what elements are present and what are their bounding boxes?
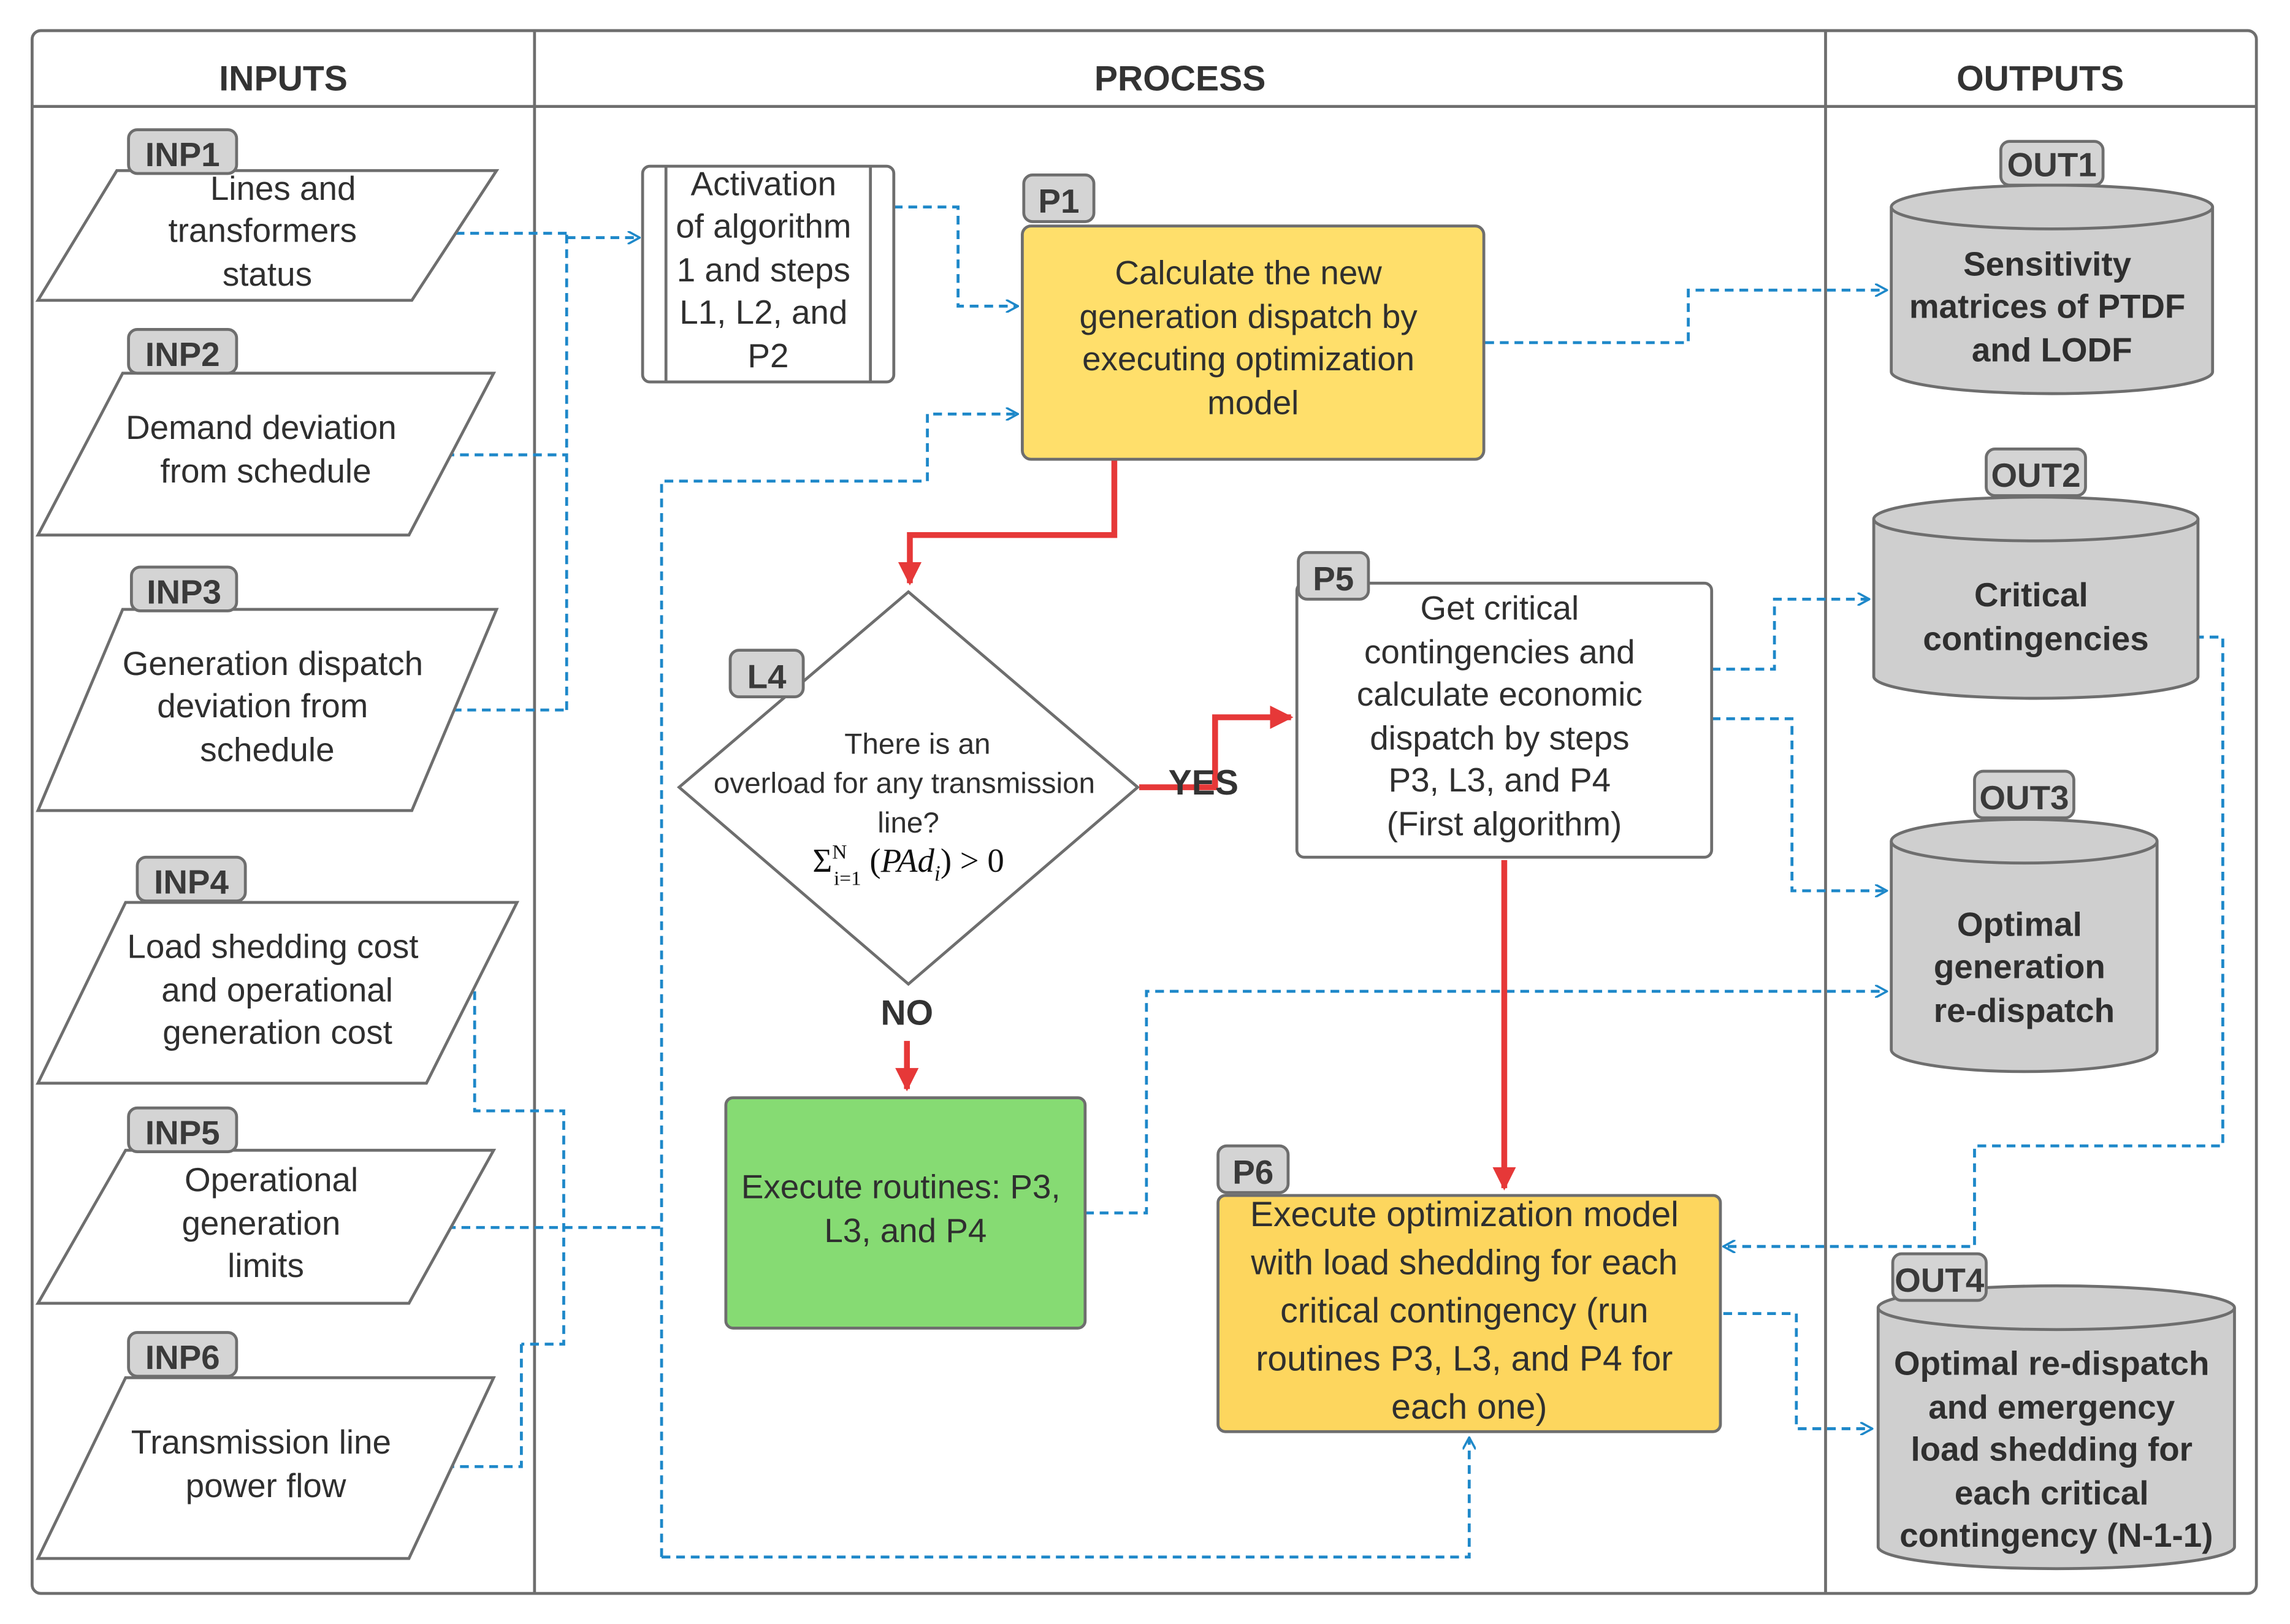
out4-label: Optimal re-dispatch and emergency load s… [1894, 1344, 2219, 1554]
tag-badge [127, 1106, 239, 1153]
output-out2: OUT2 Critical contingencies [1872, 448, 2200, 700]
routines-box: Execute routines: P3, L3, and P4 [724, 1096, 1087, 1330]
step-p6: P6 Execute optimization model with load … [1216, 1144, 1722, 1433]
out1-label: Sensitivity matrices of PTDF and LODF [1909, 245, 2195, 368]
out2-label: Critical contingencies [1923, 576, 2148, 657]
inp3-tag: INP3 [147, 573, 221, 611]
inp4-tag: INP4 [154, 863, 229, 901]
main-flow [895, 459, 1516, 1191]
dashed-connectors [445, 205, 2224, 1559]
input-inp2: INP2 Demand deviation from schedule [35, 328, 497, 537]
tag-badge [1022, 173, 1096, 223]
input-inp6: INP6 Transmission line power flow [36, 1331, 496, 1560]
column-header-outputs: OUTPUTS [1956, 59, 2124, 98]
inp5-label: Operational generation limits [181, 1161, 367, 1284]
p6-tag: P6 [1232, 1153, 1273, 1191]
no-label: NO [880, 994, 933, 1033]
inp6-label: Transmission line power flow [131, 1423, 400, 1504]
output-out3: OUT3 Optimal generation re-dispatch [1890, 769, 2159, 1073]
out2-tag: OUT2 [1991, 456, 2080, 494]
column-header-process: PROCESS [1094, 59, 1266, 98]
tag-badge [129, 565, 239, 612]
l4-question: There is an overload for any transmissio… [714, 728, 1103, 839]
inp1-tag: INP1 [145, 135, 220, 173]
tag-badge [127, 1331, 239, 1378]
inp5-tag: INP5 [145, 1114, 220, 1152]
out4-tag: OUT4 [1895, 1261, 1985, 1299]
tag-badge [1216, 1144, 1290, 1194]
out3-tag: OUT3 [1979, 779, 2069, 817]
tag-badge [1999, 140, 2105, 187]
input-inp3: INP3 Generation dispatch deviation from … [36, 565, 499, 812]
column-header-inputs: INPUTS [219, 59, 348, 98]
p6-label: Execute optimization model with load she… [1250, 1195, 1689, 1427]
l4-tag: L4 [747, 657, 787, 695]
inp2-label: Demand deviation from schedule [126, 408, 406, 490]
tag-badge [127, 328, 239, 375]
step-p1: P1 Calculate the new generation dispatch… [1021, 173, 1486, 461]
input-inp5: INP5 Operational generation limits [35, 1106, 497, 1305]
step-p5: P5 Get critical contingencies and calcul… [1295, 551, 1714, 859]
inp2-tag: INP2 [145, 335, 220, 373]
routines-label: Execute routines: P3, L3, and P4 [741, 1168, 1070, 1249]
swimlane-frame [31, 29, 2258, 1595]
p6-box [1216, 1194, 1722, 1433]
activation-box: Activation of algorithm 1 and steps L1, … [641, 165, 896, 384]
tag-badge [728, 649, 805, 699]
p1-box [1021, 224, 1486, 461]
p5-tag: P5 [1313, 560, 1354, 598]
tag-badge [1985, 448, 2087, 497]
inp1-label: Lines and transformers status [169, 169, 367, 293]
tag-badge [1891, 1252, 1988, 1302]
tag-badge [1973, 769, 2075, 820]
activation-label: Activation of algorithm 1 and steps L1, … [676, 165, 860, 375]
output-out4: OUT4 Optimal re-dispatch and emergency l… [1876, 1252, 2236, 1571]
tag-badge [1297, 551, 1370, 601]
inp6-tag: INP6 [145, 1338, 220, 1376]
tag-badge [135, 855, 247, 902]
input-inp1: INP1 Lines and transformers status [35, 128, 500, 302]
tag-badge [127, 128, 239, 175]
yes-label: YES [1169, 763, 1239, 802]
inp3-label: Generation dispatch deviation from sched… [123, 644, 433, 768]
p1-tag: P1 [1038, 182, 1079, 220]
decision-l4: L4 There is an overload for any transmis… [676, 590, 1140, 986]
p5-label: Get critical contingencies and calculate… [1357, 589, 1652, 843]
out1-tag: OUT1 [2007, 146, 2097, 184]
p1-label: Calculate the new generation dispatch by… [1080, 254, 1427, 422]
output-out1: OUT1 Sensitivity matrices of PTDF and LO… [1890, 140, 2215, 395]
input-inp4: INP4 Load shedding cost and operational … [36, 855, 520, 1085]
routines-fill [724, 1096, 1087, 1330]
out3-label: Optimal generation re-dispatch [1934, 905, 2115, 1029]
inp4-label: Load shedding cost and operational gener… [127, 927, 427, 1051]
